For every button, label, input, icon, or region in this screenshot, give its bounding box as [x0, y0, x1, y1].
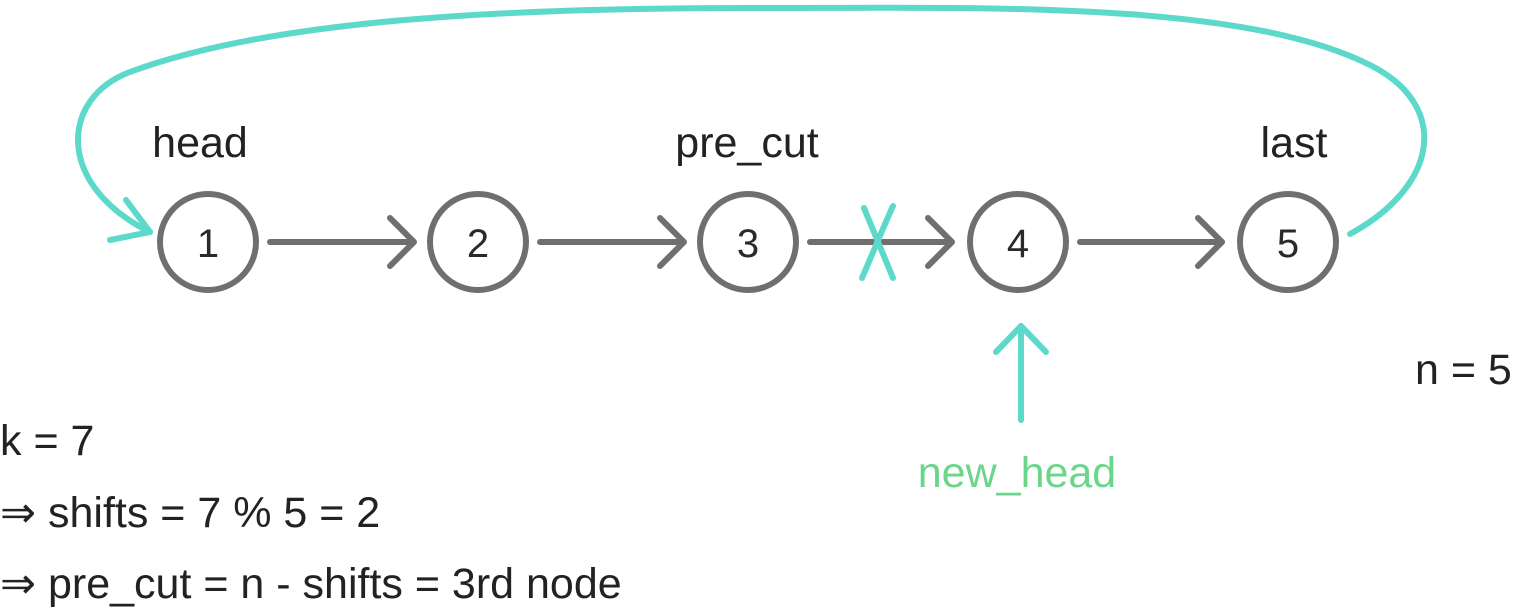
list-node-1: 1 — [157, 191, 259, 293]
arrow-2-to-3 — [537, 215, 687, 269]
node-value: 2 — [467, 222, 489, 266]
loop-back-arrow — [75, 4, 1428, 237]
list-node-3: 3 — [697, 191, 799, 293]
last-label: last — [1261, 119, 1328, 167]
pre-cut-label: pre_cut — [675, 119, 818, 167]
node-count-label: n = 5 — [1415, 346, 1512, 394]
explanation-line-pre-cut: ⇒ pre_cut = n - shifts = 3rd node — [0, 560, 622, 608]
list-node-4: 4 — [967, 191, 1069, 293]
node-value: 1 — [197, 222, 219, 266]
cut-mark — [859, 203, 896, 281]
explanation-line-k: k = 7 — [0, 417, 94, 465]
list-node-5: 5 — [1237, 191, 1339, 293]
explanation-line-shifts: ⇒ shifts = 7 % 5 = 2 — [0, 489, 380, 537]
arrow-1-to-2 — [267, 215, 417, 269]
new-head-label: new_head — [918, 449, 1116, 497]
arrow-4-to-5 — [1077, 215, 1225, 269]
node-value: 4 — [1007, 222, 1029, 266]
loop-back-arrowhead — [107, 197, 153, 243]
list-node-2: 2 — [427, 191, 529, 293]
node-value: 5 — [1277, 222, 1299, 266]
new-head-arrow — [993, 323, 1049, 423]
head-label: head — [152, 119, 248, 167]
node-value: 3 — [737, 222, 759, 266]
